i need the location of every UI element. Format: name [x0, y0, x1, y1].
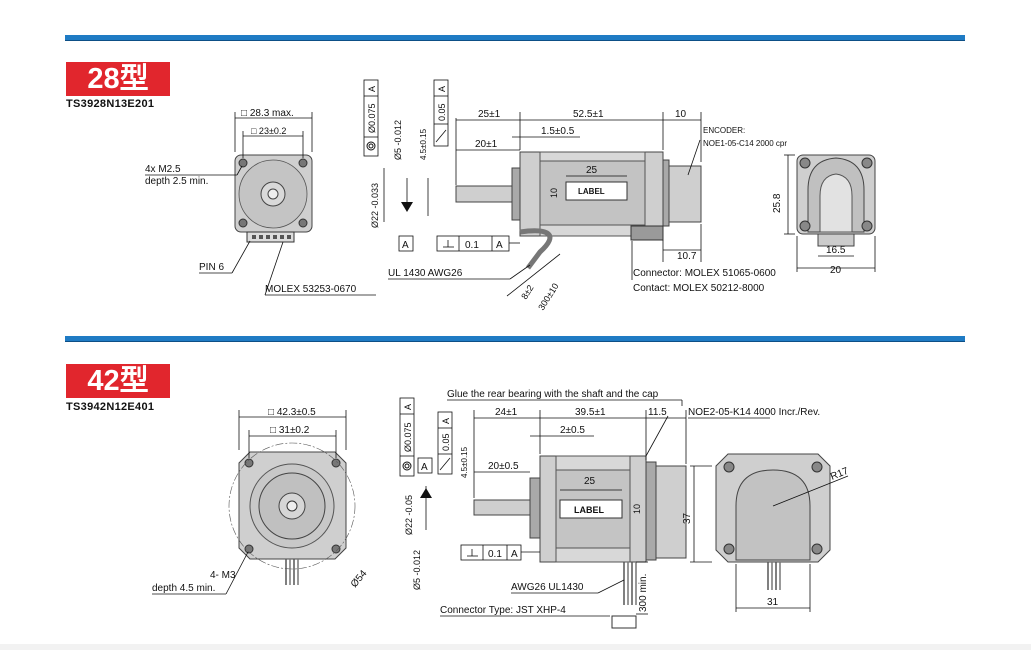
dim-10-28: 10 — [675, 109, 687, 120]
dim-25-28: 25±1 — [478, 109, 501, 120]
dim-115-42: 11.5 — [648, 407, 667, 418]
rear-view-28: 25.8 16.5 20 — [772, 154, 876, 276]
runout-ref-28: A — [367, 86, 377, 92]
connector-42: Connector Type: JST XHP-4 — [440, 605, 566, 616]
hole-28 — [238, 158, 248, 168]
rear-h-42: 37 — [682, 512, 693, 524]
rear-h-28: 25.8 — [772, 193, 783, 213]
section-rule-28 — [65, 35, 965, 41]
front-view-28: □ 28.3 max. □ 23±0.2 4x M2.5 depth 2.5 m… — [145, 108, 376, 296]
dim-107-28: 10.7 — [677, 251, 697, 262]
dim-525-28: 52.5±1 — [573, 109, 604, 120]
dim-20-42: 20±0.5 — [488, 461, 519, 472]
badge-28: 28型 — [66, 62, 170, 96]
dim-square-42: □ 42.3±0.5 — [268, 407, 316, 418]
label-42: LABEL — [574, 505, 604, 515]
pin-label-28: PIN 6 — [199, 262, 224, 273]
side-view-28: LABEL 25 10 25±1 52.5±1 10 1.5±0.5 20±1 … — [363, 79, 787, 312]
front-view-42: □ 42.3±0.5 □ 31±0.2 4- M3 depth 4.5 min.… — [152, 407, 370, 595]
shaft-dia-42: Ø5 -0.012 — [412, 550, 422, 590]
runout-28: Ø0.075 — [367, 103, 377, 133]
rear-w1-28: 16.5 — [826, 245, 846, 256]
flat-28: 0.1 — [465, 240, 479, 251]
label-w-28: 25 — [586, 165, 598, 176]
lead-28: 300±10 — [536, 281, 560, 312]
dim-15-28: 1.5±0.5 — [541, 126, 575, 137]
flat-42: 0.1 — [488, 549, 502, 560]
model-42: TS3942N12E401 — [66, 401, 155, 413]
shaft-len-42: 4.5±0.15 — [460, 446, 469, 478]
shaft-dia-28: Ø5 -0.012 — [393, 120, 403, 160]
label-w-42: 25 — [584, 476, 596, 487]
cable-42: AWG26 UL1430 — [511, 582, 584, 593]
pilot-42: Ø22 -0.05 — [404, 495, 414, 535]
perp-28: 0.05 — [437, 103, 447, 121]
encoder-label-28: ENCODER: — [703, 126, 745, 135]
page-bottom-strip — [0, 644, 1031, 650]
connector-28 — [246, 231, 295, 243]
rear-w2-28: 20 — [830, 265, 842, 276]
side-view-42: LABEL 25 10 Glue the rear bearing with t… — [399, 389, 820, 629]
runout-ref-42: A — [403, 404, 413, 410]
pilot-28: Ø22 -0.033 — [370, 183, 380, 228]
contact-28: Contact: MOLEX 50212-8000 — [633, 283, 765, 294]
dim-square-28: □ 28.3 max. — [241, 108, 294, 119]
flat-ref-42: A — [511, 549, 518, 560]
rear-w-42: 31 — [767, 597, 779, 608]
encoder-42 — [655, 465, 687, 559]
connector-label-28: MOLEX 53253-0670 — [265, 284, 357, 295]
connector-28: Connector: MOLEX 51065-0600 — [633, 268, 776, 279]
holes-depth-28: depth 2.5 min. — [145, 176, 208, 187]
encoder-28 — [668, 165, 702, 223]
badge-42: 42型 — [66, 364, 170, 398]
perp-42: 0.05 — [441, 433, 451, 451]
perp-ref-28: A — [437, 86, 447, 92]
cable-28: UL 1430 AWG26 — [388, 268, 463, 279]
encoder-42: NOE2-05-K14 4000 Incr./Rev. — [688, 407, 820, 418]
lead-42: 300 min. — [638, 574, 649, 612]
dim-pitch-28: □ 23±0.2 — [251, 126, 286, 136]
perp-ref-42: A — [441, 418, 451, 424]
dim-24-42: 24±1 — [495, 407, 518, 418]
glue-note-42: Glue the rear bearing with the shaft and… — [447, 389, 659, 400]
shaft-len-28: 4.5±0.15 — [419, 128, 428, 160]
strip-28: 8±2 — [519, 283, 535, 301]
section-rule-42 — [65, 336, 965, 342]
flat-ref-28: A — [496, 240, 503, 251]
model-28: TS3928N13E201 — [66, 98, 155, 110]
radius-42: R17 — [829, 466, 851, 483]
dim-2-42: 2±0.5 — [560, 425, 585, 436]
runout-42: Ø0.075 — [403, 422, 413, 452]
shaft-42 — [473, 499, 535, 516]
datum-top-42: A — [421, 462, 428, 473]
encoder-model-28: NOE1-05-C14 2000 cpr — [703, 139, 787, 148]
label-28: LABEL — [578, 187, 605, 196]
label-h-42: 10 — [632, 504, 642, 514]
holes-label-28: 4x M2.5 — [145, 164, 181, 175]
dim-20-28: 20±1 — [475, 139, 498, 150]
bcd-42: Ø54 — [349, 568, 370, 590]
shaft-28 — [455, 185, 520, 203]
datum-28: A — [402, 240, 409, 251]
holes-depth-42: depth 4.5 min. — [152, 583, 215, 594]
label-h-28: 10 — [549, 188, 559, 198]
dim-395-42: 39.5±1 — [575, 407, 606, 418]
dim-pitch-42: □ 31±0.2 — [270, 425, 310, 436]
rear-view-42: R17 37 31 — [682, 453, 851, 612]
holes-label-42: 4- M3 — [210, 570, 236, 581]
